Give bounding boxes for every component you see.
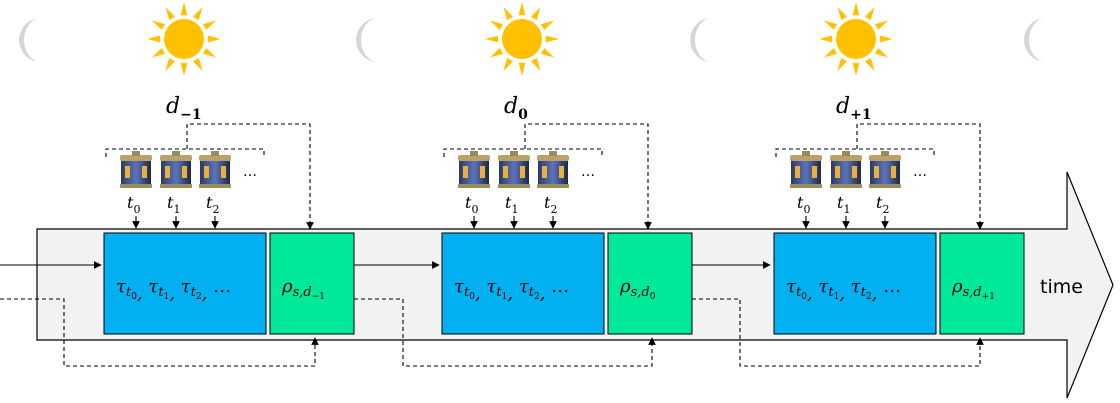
time-step-label: t2: [876, 193, 889, 216]
moon-icon: [356, 18, 378, 62]
rho-block: [607, 232, 693, 335]
day-label: d−1: [166, 94, 202, 123]
rho-block: [939, 232, 1025, 335]
feedback-link: [354, 298, 656, 367]
time-bracket: [443, 148, 603, 157]
period-1: d0 t0 t1 t2 … τt0, τt1, τt2, … ρs,d0: [441, 94, 693, 335]
period-2: d+1 t0 t1 t2 … τt0, τt1, τt2, … ρs,d+1: [773, 94, 1025, 335]
moon-icon: [1024, 18, 1046, 62]
time-step-label: t2: [206, 193, 219, 216]
feedback-link: [0, 298, 319, 367]
time-label: time: [1040, 276, 1083, 298]
time-step-label: t0: [797, 193, 810, 216]
feedback-link: [692, 298, 984, 367]
sun-icon: [485, 2, 559, 76]
battery-icon: [537, 151, 569, 188]
tau-label: τt0, τt1, τt2, …: [786, 276, 901, 304]
battery-icon: [830, 151, 862, 188]
battery-icon: [199, 151, 231, 188]
tau-label: τt0, τt1, τt2, …: [116, 276, 231, 304]
time-step-label: t0: [465, 193, 478, 216]
rho-label: ρs,d−1: [281, 276, 325, 302]
time-bracket: [775, 148, 935, 157]
time-step-label: t1: [505, 193, 518, 216]
time-step-label: t1: [167, 193, 180, 216]
battery-icon: [869, 151, 901, 188]
period-0: d−1 t0 t1 t2 … τt0, τt1, τt2, … ρs,d−1: [103, 94, 355, 335]
aggregate-link: [186, 123, 314, 230]
time-step-label: t0: [127, 193, 140, 216]
moon-icon: [690, 18, 712, 62]
aggregate-link: [856, 123, 984, 230]
battery-icon: [120, 151, 152, 188]
rho-label: ρs,d0: [619, 276, 656, 302]
profile-block: [773, 232, 937, 335]
periods: d−1 t0 t1 t2 … τt0, τt1, τt2, … ρs,d−1 d0 t0 t1 t2…: [103, 94, 1025, 335]
aggregate-link: [524, 123, 652, 230]
battery-icon: [160, 151, 192, 188]
time-bracket: [105, 148, 265, 157]
profile-block: [441, 232, 605, 335]
battery-icon: [458, 151, 490, 188]
moon-icon: [19, 18, 41, 62]
day-label: d0: [504, 94, 528, 123]
ellipsis: …: [581, 164, 595, 180]
sun-icon: [819, 2, 893, 76]
sky-row: [19, 2, 1046, 76]
time-step-label: t2: [544, 193, 557, 216]
connections: [0, 261, 984, 367]
battery-icon: [498, 151, 530, 188]
day-label: d+1: [836, 94, 872, 123]
time-step-label: t1: [837, 193, 850, 216]
ellipsis: …: [913, 164, 927, 180]
sun-icon: [147, 2, 221, 76]
tau-label: τt0, τt1, τt2, …: [454, 276, 569, 304]
rho-label: ρs,d+1: [951, 276, 995, 302]
battery-icon: [790, 151, 822, 188]
ellipsis: …: [243, 164, 257, 180]
rho-block: [269, 232, 355, 335]
profile-block: [103, 232, 267, 335]
